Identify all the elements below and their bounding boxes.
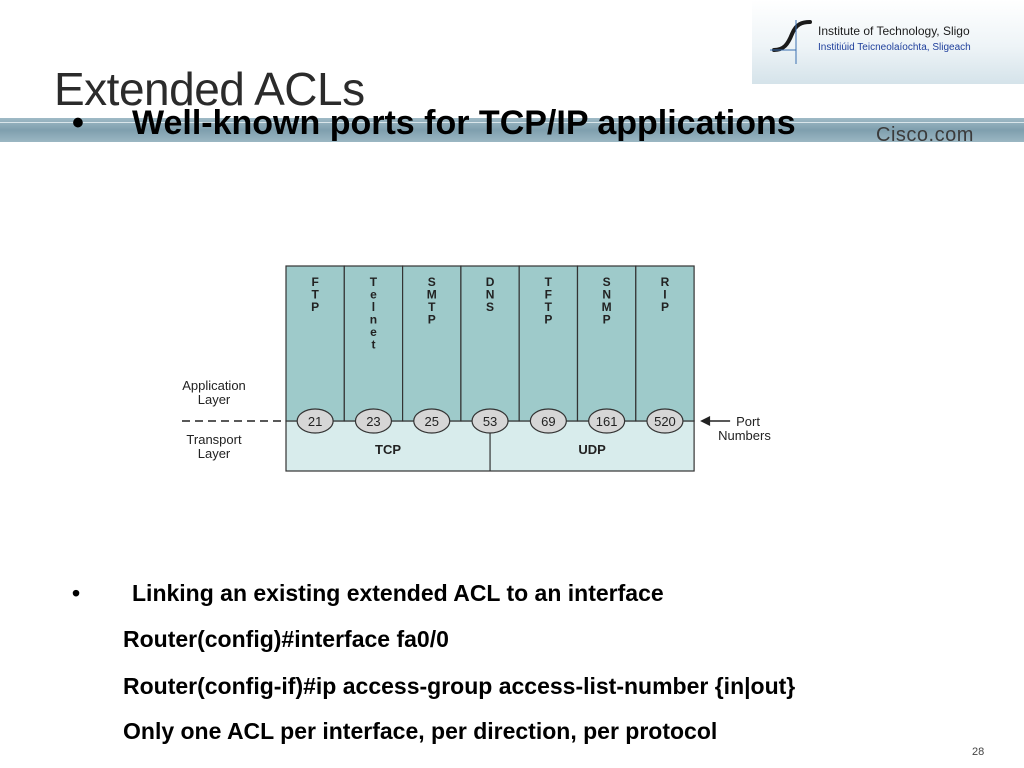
- port-oval-69: [529, 408, 567, 434]
- bullet-2-text: Linking an existing extended ACL to an i…: [132, 580, 664, 606]
- port-oval-161: [588, 408, 626, 434]
- app-letter: e: [370, 288, 377, 302]
- app-column-1: [343, 265, 404, 422]
- port-number: 520: [654, 414, 676, 429]
- app-column-2: [402, 265, 462, 422]
- app-letter: S: [603, 275, 611, 289]
- app-letter: T: [545, 275, 553, 289]
- port-number: 21: [308, 414, 322, 429]
- port-number: 25: [425, 414, 439, 429]
- app-letter: M: [602, 300, 612, 314]
- app-letter: F: [545, 288, 552, 302]
- app-letter: T: [428, 300, 436, 314]
- app-letter: l: [372, 300, 375, 314]
- app-letter: n: [370, 313, 377, 327]
- header-band: [0, 118, 1024, 142]
- institute-logo: [752, 0, 1024, 84]
- command-line-2: Router(config-if)#ip access-group access…: [123, 673, 796, 699]
- app-letter: N: [486, 288, 495, 302]
- udp-label: UDP: [578, 442, 606, 457]
- transport-layer-label: Transport: [186, 432, 242, 447]
- port-oval-21: [296, 408, 334, 434]
- port-number: 23: [366, 414, 380, 429]
- port-oval-23: [354, 408, 393, 434]
- app-letter: I: [663, 288, 666, 302]
- app-column-0: [285, 265, 345, 422]
- port-number: 53: [483, 414, 497, 429]
- app-letter: T: [311, 288, 319, 302]
- app-letter: M: [427, 288, 437, 302]
- app-column-5: [576, 265, 637, 422]
- port-oval-25: [413, 408, 451, 434]
- app-letter: F: [311, 275, 318, 289]
- port-arrow-head-icon: [700, 416, 711, 426]
- command-line-3: Only one ACL per interface, per directio…: [123, 718, 718, 744]
- bullet-dot: •: [72, 104, 84, 142]
- app-letter: S: [486, 300, 494, 314]
- port-oval-53: [471, 408, 509, 434]
- logo-swoosh-icon: [770, 20, 812, 64]
- application-layer-label: Layer: [198, 392, 231, 407]
- app-letter: e: [370, 325, 377, 339]
- bullet-dot: •: [72, 580, 81, 606]
- app-letter: P: [428, 313, 436, 327]
- cisco-brand: Cisco.com: [876, 124, 974, 146]
- port-number: 161: [596, 414, 618, 429]
- app-column-3: [460, 265, 520, 422]
- app-letter: S: [428, 275, 436, 289]
- port-oval-520: [646, 408, 684, 434]
- app-letter: t: [371, 338, 375, 352]
- port-numbers-label: Numbers: [718, 428, 771, 443]
- app-letter: T: [545, 300, 553, 314]
- app-letter: N: [602, 288, 611, 302]
- app-letter: P: [311, 300, 319, 314]
- app-letter: P: [603, 313, 611, 327]
- application-layer-label: Application: [182, 378, 246, 393]
- command-line-1: Router(config)#interface fa0/0: [123, 626, 449, 652]
- tcp-label: TCP: [375, 442, 401, 457]
- app-letter: D: [486, 275, 495, 289]
- logo-line-1: Institute of Technology, Sligo: [818, 24, 970, 38]
- app-letter: T: [370, 275, 378, 289]
- page-number: 28: [972, 746, 985, 758]
- app-letter: P: [661, 300, 669, 314]
- slide-title: Extended ACLs: [54, 63, 365, 115]
- app-letter: P: [544, 313, 552, 327]
- logo-line-2: Institiúid Teicneolaíochta, Sligeach: [818, 42, 971, 53]
- bullet-1-text: Well-known ports for TCP/IP applications: [132, 104, 796, 142]
- port-number: 69: [541, 414, 555, 429]
- transport-layer-label: Layer: [198, 446, 231, 461]
- port-numbers-label: Port: [736, 414, 760, 429]
- app-letter: R: [661, 275, 670, 289]
